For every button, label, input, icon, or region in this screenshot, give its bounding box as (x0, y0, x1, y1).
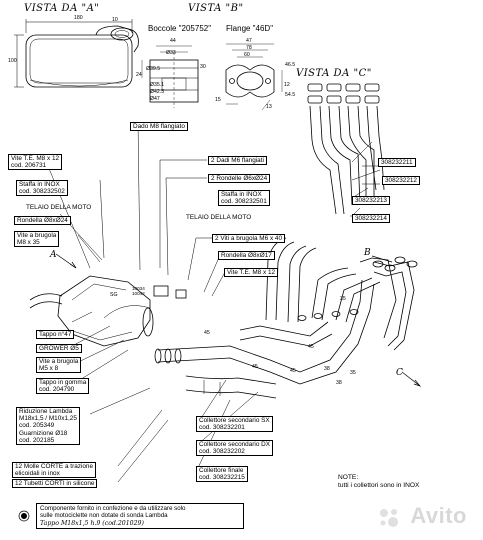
angle-45d: 45 (308, 344, 314, 350)
dim-100: 100 (8, 58, 17, 64)
main-collectors (154, 279, 375, 399)
main-headers (265, 237, 418, 351)
ec-code: 10034 10042 (132, 286, 145, 296)
callout-vite-te-right: Vite T.E. M8 x 12 (224, 268, 279, 278)
dim-b-39: Ø39.5 (146, 66, 161, 72)
dim-b-60: 78 (246, 45, 252, 51)
mark-c: C (396, 368, 404, 378)
angle-38b: 38 (336, 380, 342, 386)
dim-b-545: 12 (284, 82, 290, 88)
view-a-title: VISTA DA "A" (24, 3, 100, 14)
code-308232214: 308232214 (352, 214, 390, 224)
footer-box: Componente fornito in confezione e da ut… (36, 503, 244, 530)
view-b-flange (225, 43, 283, 111)
main-silencer (29, 275, 187, 347)
mark-b: B (364, 248, 372, 258)
angle-35: 35 (340, 296, 346, 302)
callout-telaio-right: TELAIO DELLA MOTO (186, 214, 252, 221)
dim-b-30: 30 (200, 64, 206, 70)
callout-due-viti: 2 Viti a brugola M6 x 40 (212, 234, 286, 244)
note: NOTE:tutti i collettori sono in INOX (338, 474, 420, 489)
dim-b-47: Ø47 (150, 96, 160, 102)
watermark: Avito (410, 503, 467, 528)
view-c-headers (307, 83, 385, 217)
callout-due-rondelle: 2 Rondelle Ø6xØ24 (208, 174, 271, 184)
view-b-bushing (141, 45, 199, 108)
mark-a: A (50, 250, 57, 260)
angle-45a: 45 (204, 330, 210, 336)
callout-tubetti: 12 Tubetti CORTI in silicone (12, 479, 98, 489)
dim-b-sp5: 13 (266, 104, 272, 110)
angle-45b: 45 (252, 364, 258, 370)
bushing-header: Boccole "205752" (148, 24, 212, 33)
view-c-title: VISTA DA "C" (296, 68, 372, 79)
callout-rondella-left: Rondella Ø8xØ24 (14, 216, 71, 226)
dim-b-78: 47 (246, 38, 252, 44)
dim-10: 10 (112, 17, 118, 23)
dim-180: 180 (74, 15, 83, 21)
view-a-silencer (14, 19, 139, 88)
callout-tappo: Tappo n°47 (36, 330, 75, 340)
callout-telaio-left: TELAIO DELLA MOTO (26, 204, 92, 211)
code-308232212: 308232212 (382, 176, 420, 186)
view-b-title: VISTA "B" (188, 3, 244, 14)
dim-b-15: 46.5 (285, 62, 296, 68)
callout-grower: GROWER Ø5 (36, 344, 82, 354)
dim-b-465: 60 (244, 52, 250, 58)
dim-b-425: Ø42.5 (150, 89, 165, 95)
avito-logo-icon (380, 509, 398, 527)
code-308232211: 308232211 (378, 158, 416, 168)
angle-38: 38 (324, 366, 330, 372)
callout-rondella-right: Rondella Ø8xØ17 (218, 251, 275, 261)
callout-due-dadi: 2 Dadi M6 flangiati (208, 156, 267, 166)
dim-b-351: Ø35.1 (150, 82, 165, 88)
angle-45c: 45 (290, 368, 296, 374)
sgs-mark: SG (110, 292, 118, 298)
dim-b-12: 15 (215, 97, 221, 103)
dim-b-44: 44 (170, 38, 176, 44)
dim-b-24: 24 (136, 72, 142, 78)
dim-b-33: Ø33 (166, 50, 176, 56)
code-308232213: 308232213 (352, 196, 390, 206)
flange-header: Flange "46D" (226, 24, 274, 33)
callout-dado: Dado M8 flangiato (130, 122, 188, 132)
angle-35b: 35 (350, 370, 356, 376)
dim-b-13: 54.5 (285, 92, 296, 98)
